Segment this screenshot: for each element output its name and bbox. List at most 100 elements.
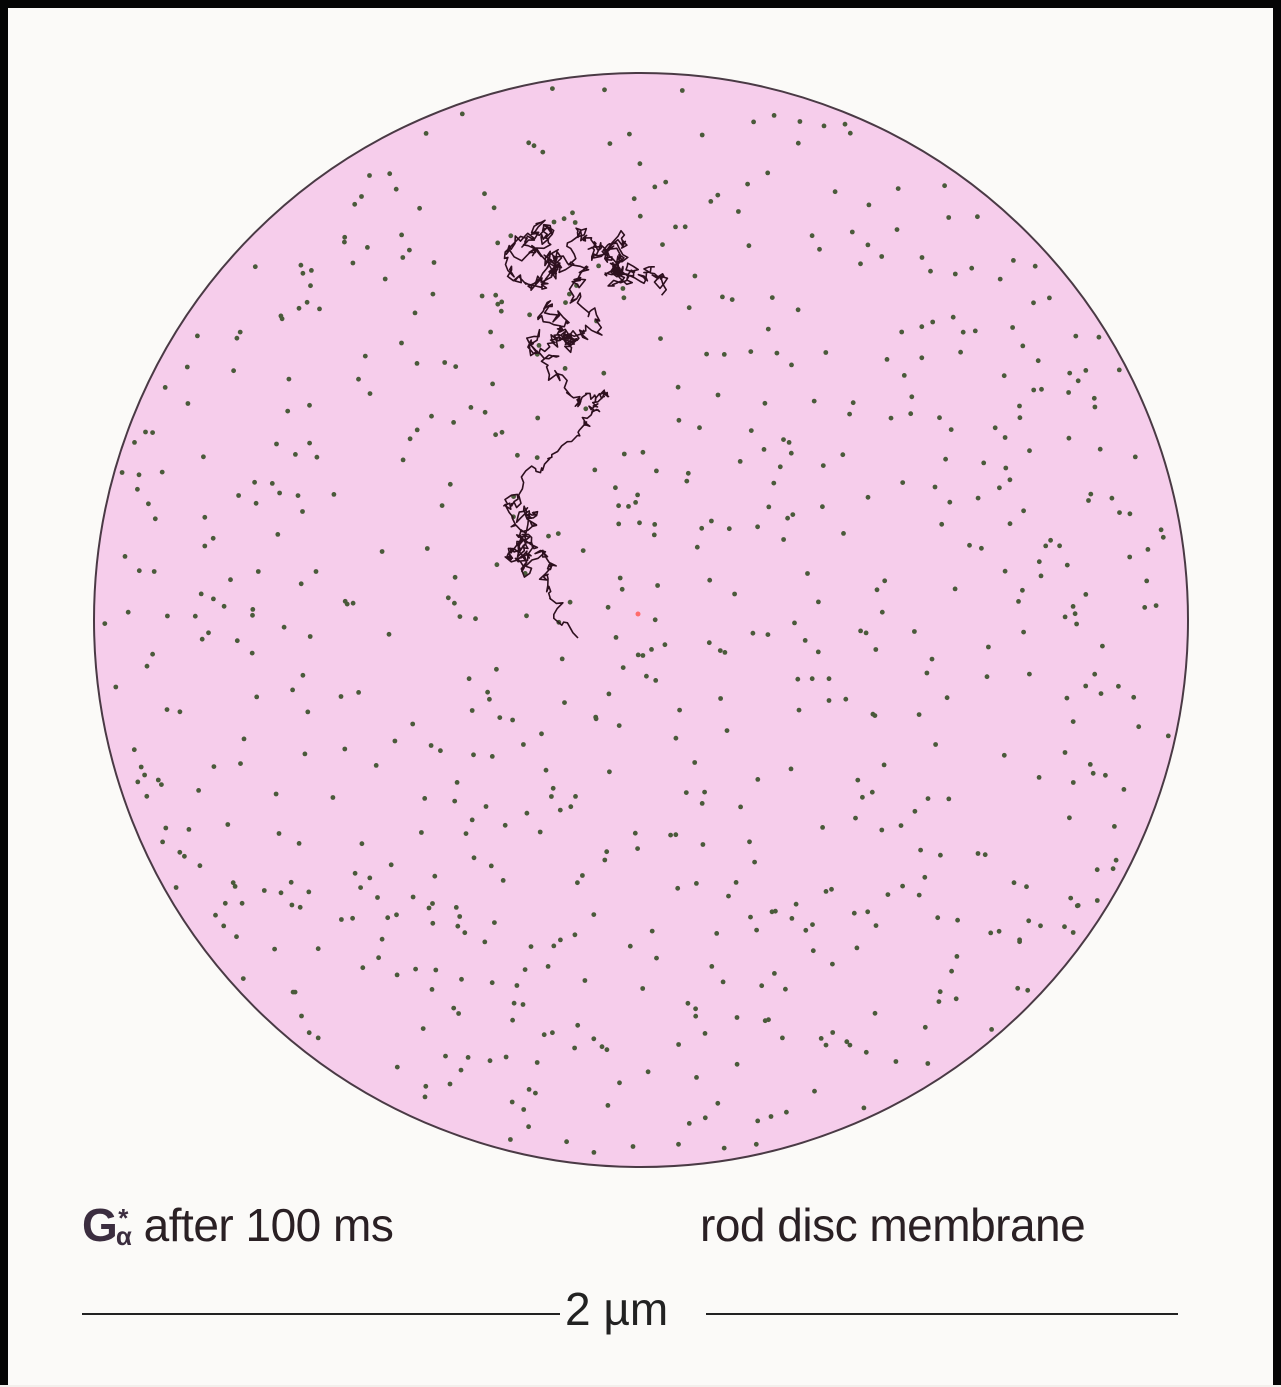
molecule-dot xyxy=(912,629,917,634)
molecule-dot xyxy=(1131,694,1137,700)
molecule-dot xyxy=(932,484,938,490)
molecule-dot xyxy=(1160,534,1166,540)
molecule-dot xyxy=(637,161,643,167)
molecule-dot xyxy=(412,310,418,316)
molecule-dot xyxy=(297,904,303,910)
molecule-dot xyxy=(685,470,691,476)
molecule-dot xyxy=(632,830,638,836)
molecule-dot xyxy=(771,113,777,118)
molecule-dot xyxy=(997,485,1002,491)
molecule-dot xyxy=(237,329,243,335)
molecule-dot xyxy=(591,912,597,917)
molecule-dot xyxy=(306,889,312,895)
molecule-dot xyxy=(338,694,344,699)
molecule-dot xyxy=(1116,683,1121,689)
molecule-dot xyxy=(314,454,320,460)
molecule-dot xyxy=(313,569,319,574)
molecule-dot xyxy=(870,711,876,717)
molecule-dot xyxy=(414,427,420,433)
molecule-dot xyxy=(766,1017,771,1023)
molecule-dot xyxy=(473,616,478,622)
molecule-dot xyxy=(184,364,190,370)
molecule-dot xyxy=(854,945,860,951)
molecule-dot xyxy=(832,189,838,195)
molecule-dot xyxy=(879,609,885,615)
molecule-dot xyxy=(616,723,622,728)
molecule-dot xyxy=(443,1053,448,1059)
molecule-dot xyxy=(1075,378,1081,384)
molecule-dot xyxy=(539,731,544,737)
molecule-dot xyxy=(1068,895,1074,901)
molecule-dot xyxy=(592,467,598,473)
molecule-dot xyxy=(599,1044,605,1050)
molecule-dot xyxy=(580,548,586,553)
molecule-dot xyxy=(626,504,631,509)
molecule-dot xyxy=(748,428,754,433)
molecule-dot xyxy=(132,440,137,445)
molecule-dot xyxy=(635,652,641,658)
molecule-dot xyxy=(452,798,458,804)
molecule-dot xyxy=(925,796,931,801)
molecule-dot xyxy=(515,452,520,458)
molecule-dot xyxy=(663,179,669,185)
molecule-dot xyxy=(580,873,585,878)
molecule-dot xyxy=(631,196,637,202)
molecule-dot xyxy=(817,246,822,252)
molecule-dot xyxy=(1073,333,1079,339)
molecule-dot xyxy=(459,111,465,117)
molecule-dot xyxy=(298,262,304,268)
molecule-dot xyxy=(955,917,960,923)
molecule-dot xyxy=(596,263,601,269)
molecule-dot xyxy=(400,457,406,463)
molecule-dot xyxy=(232,884,238,889)
molecule-dot xyxy=(420,1026,426,1031)
molecule-dot xyxy=(1002,568,1008,574)
molecule-dot xyxy=(482,409,488,415)
molecule-dot xyxy=(1092,671,1098,677)
molecule-dot xyxy=(250,607,256,612)
molecule-dot xyxy=(675,384,681,390)
molecule-dot xyxy=(511,1000,517,1006)
molecule-dot xyxy=(879,254,885,259)
molecule-dot xyxy=(1057,543,1062,549)
molecule-dot xyxy=(679,88,685,93)
molecule-dot xyxy=(382,276,388,282)
molecule-dot xyxy=(765,170,771,176)
molecule-dot xyxy=(410,721,416,727)
molecule-dot xyxy=(621,295,627,301)
molecule-dot xyxy=(490,381,495,387)
molecule-dot xyxy=(562,366,568,371)
molecule-dot xyxy=(751,119,756,125)
molecule-dot xyxy=(986,644,991,650)
molecule-dot xyxy=(952,271,958,277)
molecule-dot xyxy=(654,955,659,961)
molecule-dot xyxy=(113,684,119,690)
molecule-dot xyxy=(613,635,619,640)
molecule-dot xyxy=(1103,772,1108,778)
molecule-dot xyxy=(452,600,457,606)
molecule-dot xyxy=(430,291,436,297)
molecule-dot xyxy=(772,971,777,976)
molecule-dot xyxy=(479,293,485,299)
molecule-dot xyxy=(150,430,156,435)
molecule-dot xyxy=(788,766,794,772)
molecule-dot xyxy=(789,362,794,368)
molecule-dot xyxy=(820,504,825,510)
molecule-dot xyxy=(1016,599,1021,604)
molecule-dot xyxy=(135,779,141,785)
molecule-dot xyxy=(605,604,611,610)
molecule-dot xyxy=(988,930,994,936)
molecule-dot xyxy=(426,905,432,911)
molecule-dot xyxy=(342,598,348,604)
molecule-dot xyxy=(709,518,714,524)
molecule-dot xyxy=(882,578,888,584)
molecule-dot xyxy=(1062,750,1068,755)
g-alpha-trajectory xyxy=(503,219,669,639)
molecule-dot xyxy=(617,575,623,581)
molecule-dot xyxy=(422,796,428,801)
molecule-dot xyxy=(498,308,504,314)
molecule-dot xyxy=(228,577,233,583)
molecule-dot xyxy=(805,571,810,576)
molecule-dot xyxy=(811,398,817,404)
molecule-dot xyxy=(471,752,476,758)
